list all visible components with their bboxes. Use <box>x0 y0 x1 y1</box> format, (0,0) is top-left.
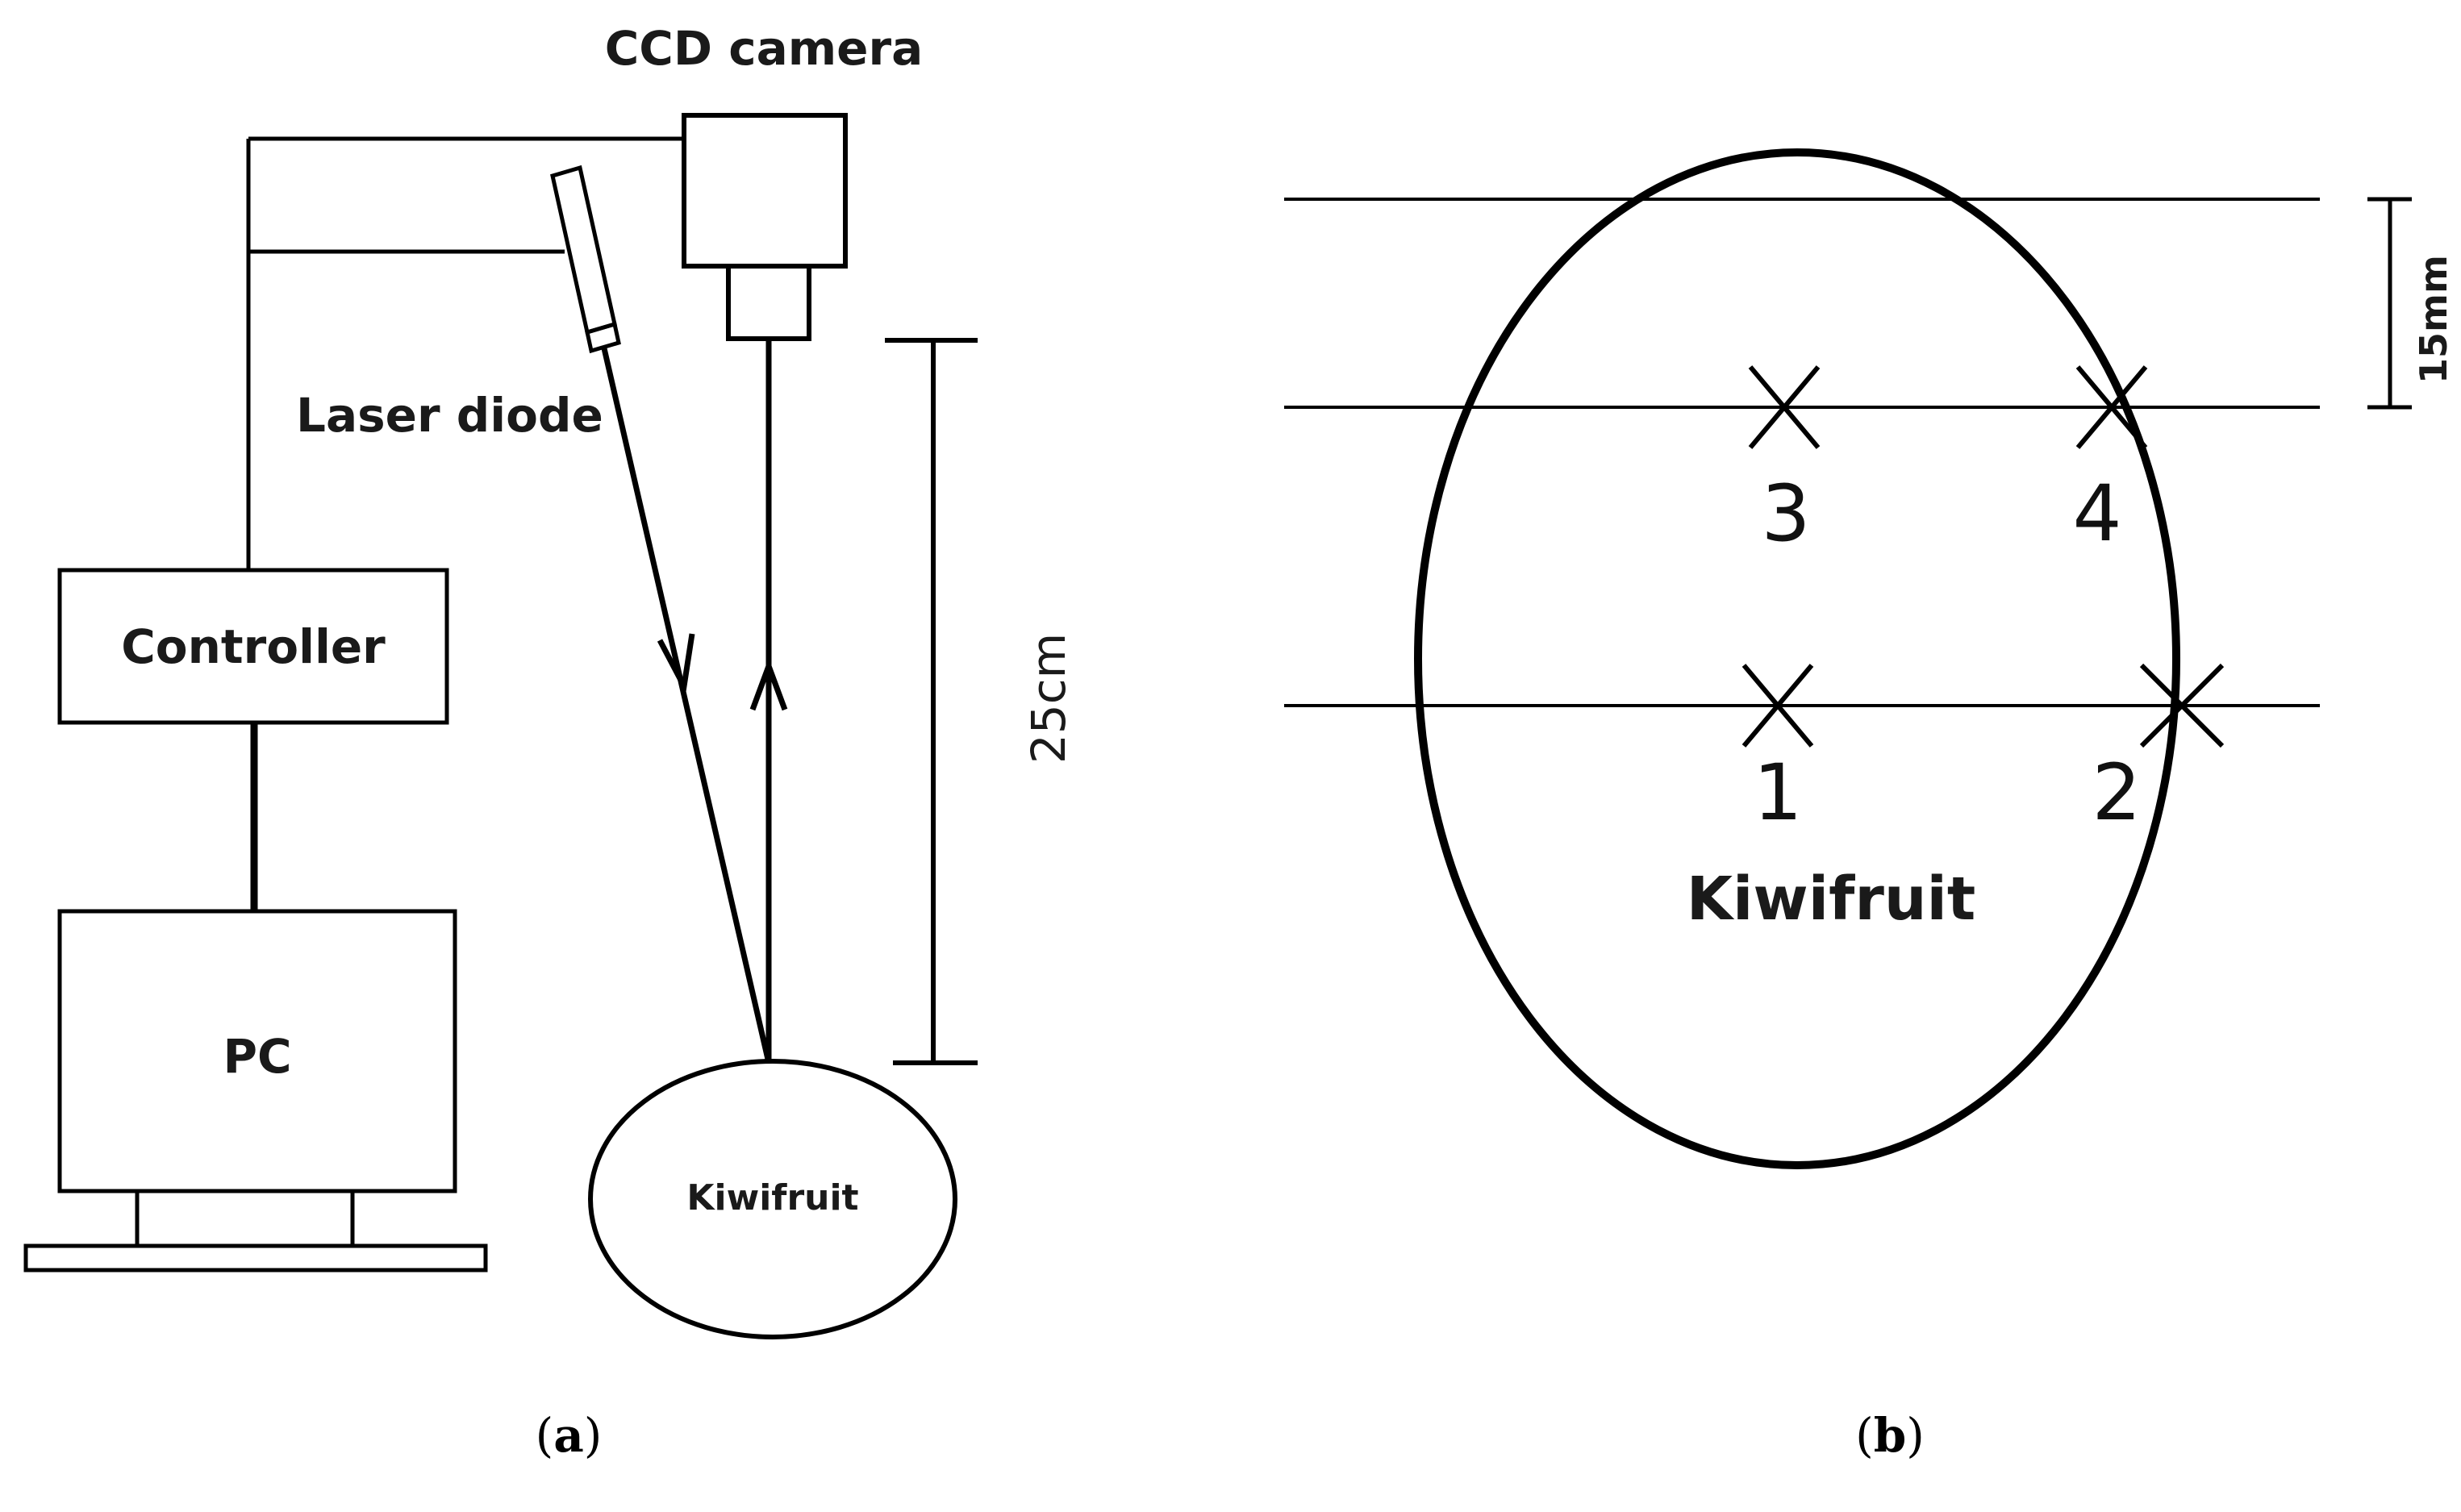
measurement-point-4: 4 <box>2072 365 2148 559</box>
kiwifruit-small-label: Kiwifruit <box>686 1177 858 1218</box>
beam-up-arrow <box>749 657 788 711</box>
reflected-beam <box>749 339 788 1063</box>
pc-label: PC <box>223 1029 291 1084</box>
point-label-2: 2 <box>2092 748 2141 838</box>
panel-a-setup-diagram: Controller PC CCD camera Laser diode <box>23 21 1076 1339</box>
measurement-point-3: 3 <box>1748 365 1821 559</box>
controller-box: Controller <box>57 568 449 725</box>
measurement-point-1: 1 <box>1741 664 1814 838</box>
scan-lines <box>1284 198 2320 707</box>
panel-b-measurement-points: 15mm Kiwifruit 3 4 1 2 <box>1284 148 2455 1169</box>
laser-beam <box>601 348 772 1064</box>
caption-a: (a) <box>536 1408 603 1463</box>
controller-label: Controller <box>121 619 386 674</box>
ccd-camera: CCD camera <box>605 21 924 341</box>
point-label-3: 3 <box>1761 469 1810 559</box>
pc-computer: PC <box>23 909 488 1272</box>
distance-indicator: 25cm <box>885 338 1076 1065</box>
measurement-point-2: 2 <box>2092 663 2225 838</box>
kiwifruit-large-outline <box>1414 148 2180 1169</box>
laser-diode-label: Laser diode <box>296 388 603 443</box>
spacing-label: 15mm <box>2412 255 2455 384</box>
beam-down-arrow <box>657 633 695 696</box>
caption-b: (b) <box>1855 1408 1925 1463</box>
point-label-4: 4 <box>2072 469 2121 559</box>
kiwifruit-small: Kiwifruit <box>588 1059 957 1339</box>
laser-diode: Laser diode <box>296 165 621 443</box>
wiring <box>246 136 684 911</box>
spacing-indicator: 15mm <box>2367 197 2455 410</box>
distance-label: 25cm <box>1021 633 1076 764</box>
kiwifruit-large-label: Kiwifruit <box>1687 864 1976 934</box>
point-label-1: 1 <box>1753 748 1802 838</box>
ccd-camera-label: CCD camera <box>605 21 924 76</box>
